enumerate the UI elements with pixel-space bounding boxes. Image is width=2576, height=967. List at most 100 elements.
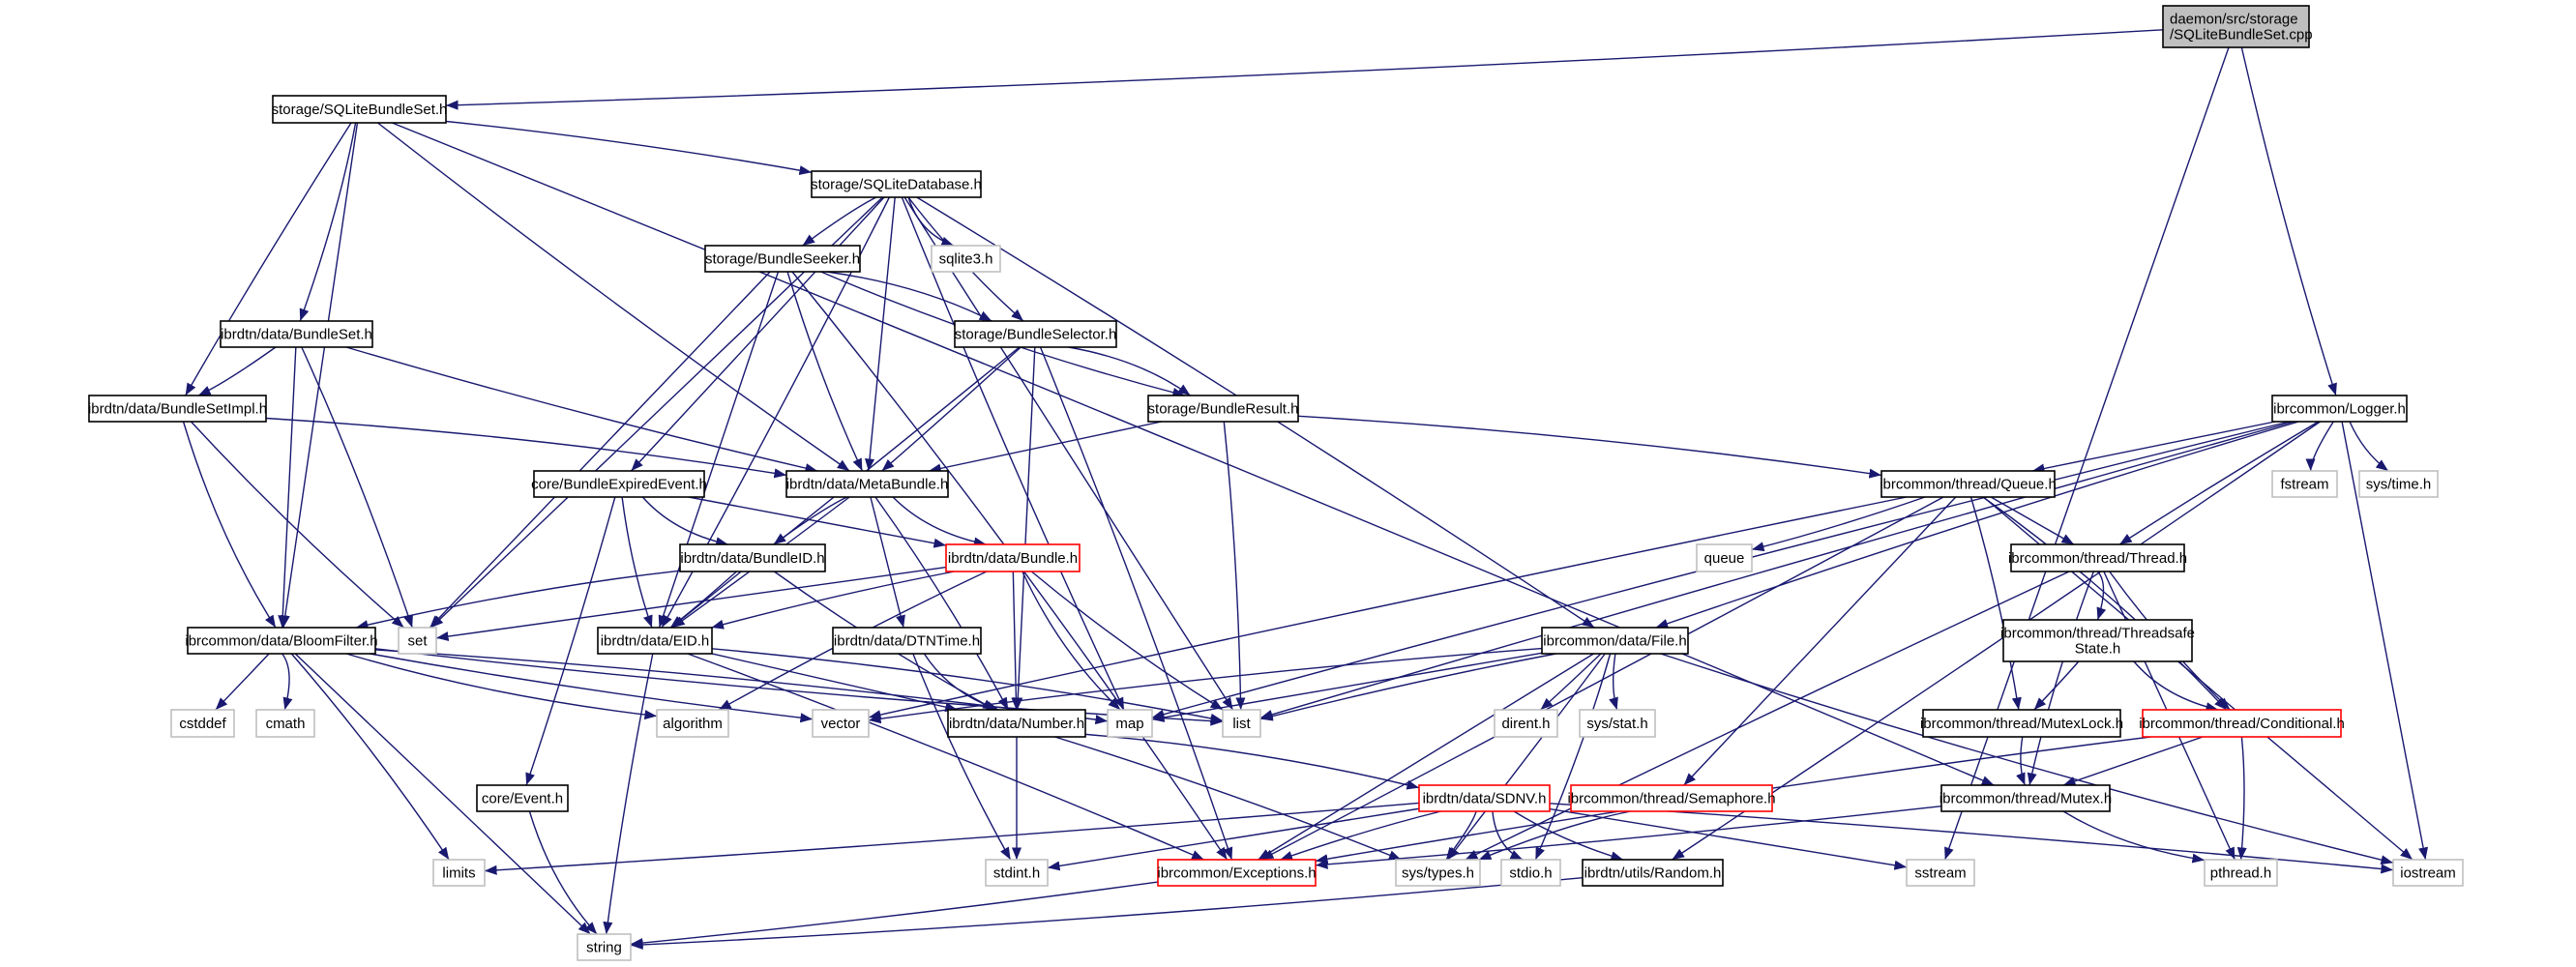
edge-cpp-to-sqlitebundleset <box>445 29 2164 110</box>
edge-metabundle-to-number <box>874 496 1009 711</box>
edge-cpp-to-logger <box>2240 46 2337 396</box>
node-dtntime[interactable]: ibrdtn/data/DTNTime.h <box>832 627 982 655</box>
node-sqlitedatabase[interactable]: storage/SQLiteDatabase.h <box>811 170 982 198</box>
node-label: algorithm <box>663 716 723 732</box>
edge-threadsafe-to-mutexlock <box>2033 660 2080 711</box>
edge-sqlitedatabase-to-sqlite3 <box>907 196 955 247</box>
node-systypes[interactable]: sys/types.h <box>1395 859 1481 887</box>
node-number[interactable]: ibrdtn/data/Number.h <box>947 709 1086 738</box>
node-set[interactable]: set <box>398 627 437 655</box>
node-label: ibrcommon/thread/Queue.h <box>1880 477 2057 493</box>
node-iostream[interactable]: iostream <box>2392 859 2464 887</box>
node-bundleid[interactable]: ibrdtn/data/BundleID.h <box>679 543 826 572</box>
node-box <box>2010 543 2185 572</box>
node-box <box>220 320 373 348</box>
edge-bundleexpiredevent-to-event <box>525 496 616 786</box>
node-semaphore[interactable]: ibrcommon/thread/Semaphore.h <box>1567 784 1776 812</box>
node-list[interactable]: list <box>1222 709 1261 738</box>
edge-bundleset-to-set <box>301 346 413 629</box>
node-mutexlock[interactable]: ibrcommon/thread/MutexLock.h <box>1920 709 2123 738</box>
node-queueh[interactable]: ibrcommon/thread/Queue.h <box>1880 470 2057 498</box>
edge-bundleresult-to-queueh <box>1297 415 1882 479</box>
node-pthread[interactable]: pthread.h <box>2204 859 2278 887</box>
edge-eid-to-exceptions <box>687 653 1204 861</box>
node-fstream[interactable]: fstream <box>2271 470 2338 498</box>
edge-bundleset-to-metabundle <box>345 346 818 474</box>
node-queue[interactable]: queue <box>1696 543 1753 572</box>
edge-mutex-to-pthread <box>2062 810 2206 864</box>
node-box <box>1222 709 1261 738</box>
node-logger[interactable]: ibrcommon/Logger.h <box>2271 395 2408 423</box>
node-event[interactable]: core/Event.h <box>476 784 569 812</box>
node-bundlesetimpl[interactable]: ibrdtn/data/BundleSetImpl.h <box>88 395 267 423</box>
node-stdint[interactable]: stdint.h <box>985 859 1049 887</box>
node-label: ibrdtn/data/BundleSetImpl.h <box>88 401 267 418</box>
edge-bundleid-to-bloomfilter <box>355 570 681 630</box>
node-algorithm[interactable]: algorithm <box>656 709 729 738</box>
node-box <box>2271 470 2338 498</box>
node-sstream[interactable]: sstream <box>1906 859 1975 887</box>
node-vector[interactable]: vector <box>812 709 870 738</box>
edge-sqlitebundleset-to-bundleset <box>299 122 357 322</box>
node-box <box>1880 470 2056 498</box>
node-metabundle[interactable]: ibrdtn/data/MetaBundle.h <box>785 470 949 498</box>
node-dirent[interactable]: dirent.h <box>1494 709 1558 738</box>
node-bloomfilter[interactable]: ibrcommon/data/BloomFilter.h <box>185 627 378 655</box>
node-bundleexpiredevent[interactable]: core/BundleExpiredEvent.h <box>531 470 707 498</box>
node-box <box>1922 709 2121 738</box>
edge-bundlesetimpl-to-bloomfilter <box>182 421 277 629</box>
node-sqlite3[interactable]: sqlite3.h <box>931 245 1001 273</box>
node-cstddef[interactable]: cstddef <box>170 709 235 738</box>
edge-bundleseeker-to-bundleselector <box>826 271 992 322</box>
node-cpp[interactable]: daemon/src/storage/SQLiteBundleSet.cpp <box>2162 5 2313 48</box>
node-file[interactable]: ibrcommon/data/File.h <box>1541 627 1689 655</box>
node-mutex[interactable]: ibrcommon/thread/Mutex.h <box>1939 784 2112 812</box>
node-systime[interactable]: sys/time.h <box>2358 470 2439 498</box>
node-label: cmath <box>266 716 306 732</box>
node-label: ibrdtn/data/Number.h <box>949 716 1084 732</box>
node-box <box>656 709 729 738</box>
node-bundle[interactable]: ibrdtn/data/Bundle.h <box>945 543 1081 572</box>
node-bundleseeker[interactable]: storage/BundleSeeker.h <box>704 245 861 273</box>
node-label: State.h <box>2075 641 2121 658</box>
node-box <box>704 245 861 273</box>
node-label: ibrcommon/thread/Mutex.h <box>1939 791 2112 807</box>
node-box <box>2358 470 2439 498</box>
edge-semaphore-to-systypes <box>1478 810 1631 861</box>
node-sqlitebundleset[interactable]: storage/SQLiteBundleSet.h <box>272 95 448 124</box>
edge-bundleselector-to-number <box>1013 346 1036 711</box>
node-limits[interactable]: limits <box>432 859 486 887</box>
edge-thread-to-threadsafe <box>2096 571 2107 621</box>
edge-logger-to-file <box>1655 421 2299 629</box>
node-sysstat[interactable]: sys/stat.h <box>1579 709 1656 738</box>
node-string[interactable]: string <box>577 933 632 961</box>
node-cmath[interactable]: cmath <box>255 709 315 738</box>
node-bundleset[interactable]: ibrdtn/data/BundleSet.h <box>220 320 373 348</box>
node-conditional[interactable]: ibrcommon/thread/Conditional.h <box>2139 709 2345 738</box>
edge-thread-to-mutex <box>2027 571 2094 786</box>
node-box <box>931 245 1001 273</box>
edge-bundleselector-to-metabundle <box>881 346 1022 472</box>
edge-file-to-map <box>1151 652 1543 722</box>
edge-sqlitedatabase-to-bundleexpiredevent <box>630 196 885 472</box>
node-label: daemon/src/storage <box>2170 12 2298 28</box>
node-thread[interactable]: ibrcommon/thread/Thread.h <box>2008 543 2187 572</box>
edge-sdnv-to-sstream <box>1549 807 1908 870</box>
node-eid[interactable]: ibrdtn/data/EID.h <box>597 627 713 655</box>
edge-sdnv-to-systypes <box>1445 810 1477 861</box>
node-sdnv[interactable]: ibrdtn/data/SDNV.h <box>1418 784 1551 812</box>
node-box <box>1696 543 1753 572</box>
node-bundleselector[interactable]: storage/BundleSelector.h <box>954 320 1117 348</box>
node-box <box>1494 709 1558 738</box>
edge-queueh-to-thread <box>1990 496 2075 545</box>
node-bundleresult[interactable]: storage/BundleResult.h <box>1147 395 1299 423</box>
node-stdio[interactable]: stdio.h <box>1500 859 1561 887</box>
node-map[interactable]: map <box>1107 709 1153 738</box>
node-label: storage/SQLiteBundleSet.h <box>272 102 448 118</box>
node-exceptions[interactable]: ibrcommon/Exceptions.h <box>1157 859 1317 887</box>
node-random[interactable]: ibrdtn/utils/Random.h <box>1582 859 1724 887</box>
node-box <box>187 627 376 655</box>
edge-sdnv-to-limits <box>484 802 1420 875</box>
